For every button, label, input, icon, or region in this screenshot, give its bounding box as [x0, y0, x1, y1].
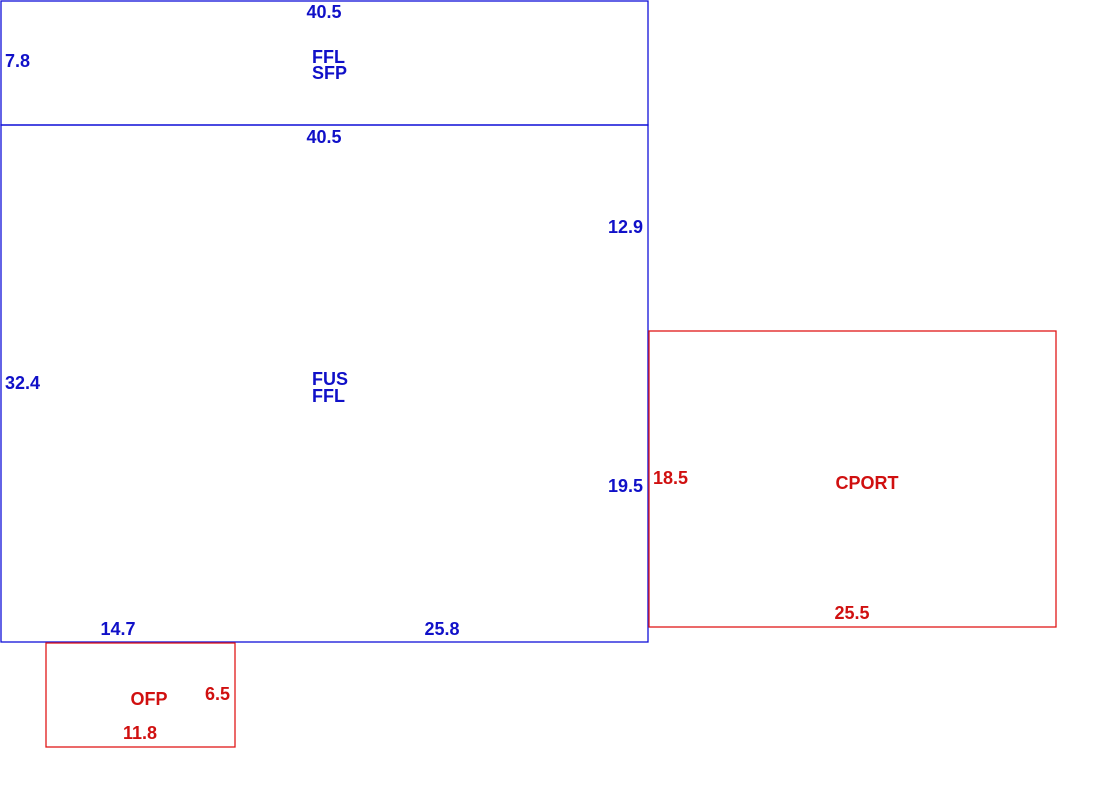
cport-name: CPORT	[836, 473, 899, 493]
ofp-outline	[45, 642, 236, 748]
ofp-dim-bottom: 11.8	[123, 723, 157, 743]
fus-ffl-name-line1: FUS	[312, 369, 348, 389]
cport-outline	[648, 330, 1057, 628]
ofp-name: OFP	[130, 689, 167, 709]
ffl-sfp-dim-left: 7.8	[5, 51, 30, 71]
fus-ffl-dim-top: 40.5	[306, 127, 341, 147]
fus-ffl-name-line2: FFL	[312, 386, 345, 406]
area-ffl-sfp: 40.5 7.8 FFL SFP	[0, 0, 649, 126]
ffl-sfp-dim-top: 40.5	[306, 2, 341, 22]
area-cport: CPORT 18.5 25.5	[648, 330, 1057, 628]
cport-dim-bottom: 25.5	[834, 603, 869, 623]
cport-dim-left: 18.5	[653, 468, 688, 488]
fus-ffl-dim-bottom-right: 25.8	[424, 619, 459, 639]
area-fus-ffl: 40.5 32.4 12.9 19.5 14.7 25.8 FUS FFL	[0, 124, 649, 643]
fus-ffl-dim-bottom-left: 14.7	[100, 619, 135, 639]
area-ofp: OFP 6.5 11.8	[45, 642, 236, 748]
fus-ffl-dim-right-lower: 19.5	[608, 476, 643, 496]
fus-ffl-dim-right-upper: 12.9	[608, 217, 643, 237]
ofp-dim-right: 6.5	[205, 684, 230, 704]
fus-ffl-outline	[0, 124, 649, 643]
fus-ffl-dim-left: 32.4	[5, 373, 40, 393]
ffl-sfp-name-line1: FFL	[312, 47, 345, 67]
ffl-sfp-name-line2: SFP	[312, 63, 347, 83]
